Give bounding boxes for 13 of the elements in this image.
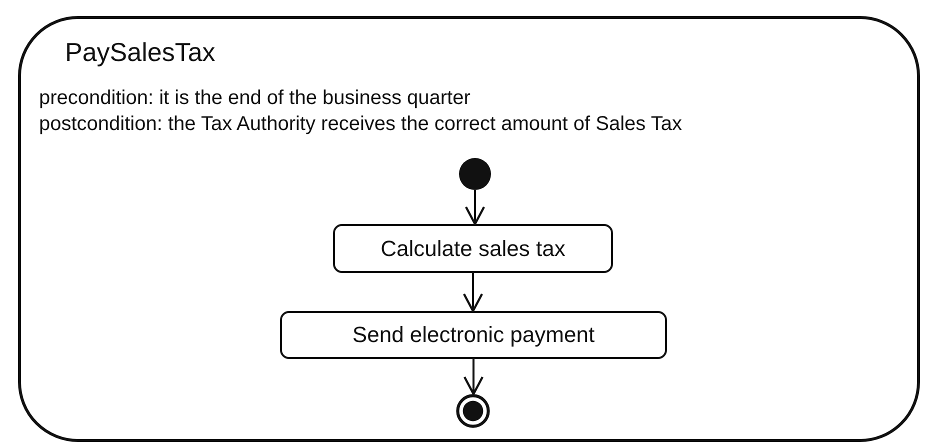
activity-frame xyxy=(18,16,920,442)
initial-node xyxy=(459,158,491,190)
arrow xyxy=(462,273,484,312)
action-label: Calculate sales tax xyxy=(380,236,566,262)
action-label: Send electronic payment xyxy=(352,322,595,348)
condition-text: precondition: it is the end of the business quarter xyxy=(39,87,470,110)
arrow xyxy=(464,190,486,226)
arrow xyxy=(463,359,484,396)
activity-title: PaySalesTax xyxy=(65,37,216,68)
condition-text: postcondition: the Tax Authority receives the correct amount of Sales Tax xyxy=(39,113,682,136)
action-box xyxy=(280,311,667,359)
final-node xyxy=(456,394,490,428)
action-box xyxy=(333,224,613,273)
